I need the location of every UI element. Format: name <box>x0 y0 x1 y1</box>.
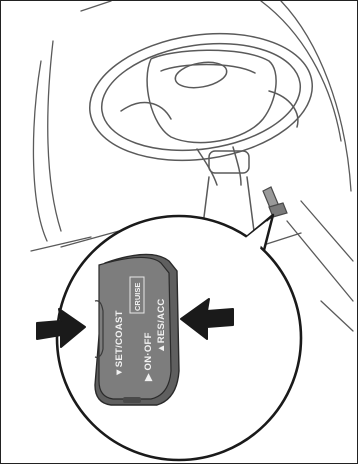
cruise-lever-icon: ▼SET/COAST CRUISE ▶ ON·OFF ▲RES/ACC <box>95 254 179 405</box>
cruise-label: CRUISE <box>133 283 142 311</box>
set-coast-label: ▼SET/COAST <box>114 310 125 377</box>
res-acc-label: ▲RES/ACC <box>156 298 167 353</box>
column-lever-icon <box>263 187 287 217</box>
on-off-label: ▶ ON·OFF <box>143 332 154 382</box>
